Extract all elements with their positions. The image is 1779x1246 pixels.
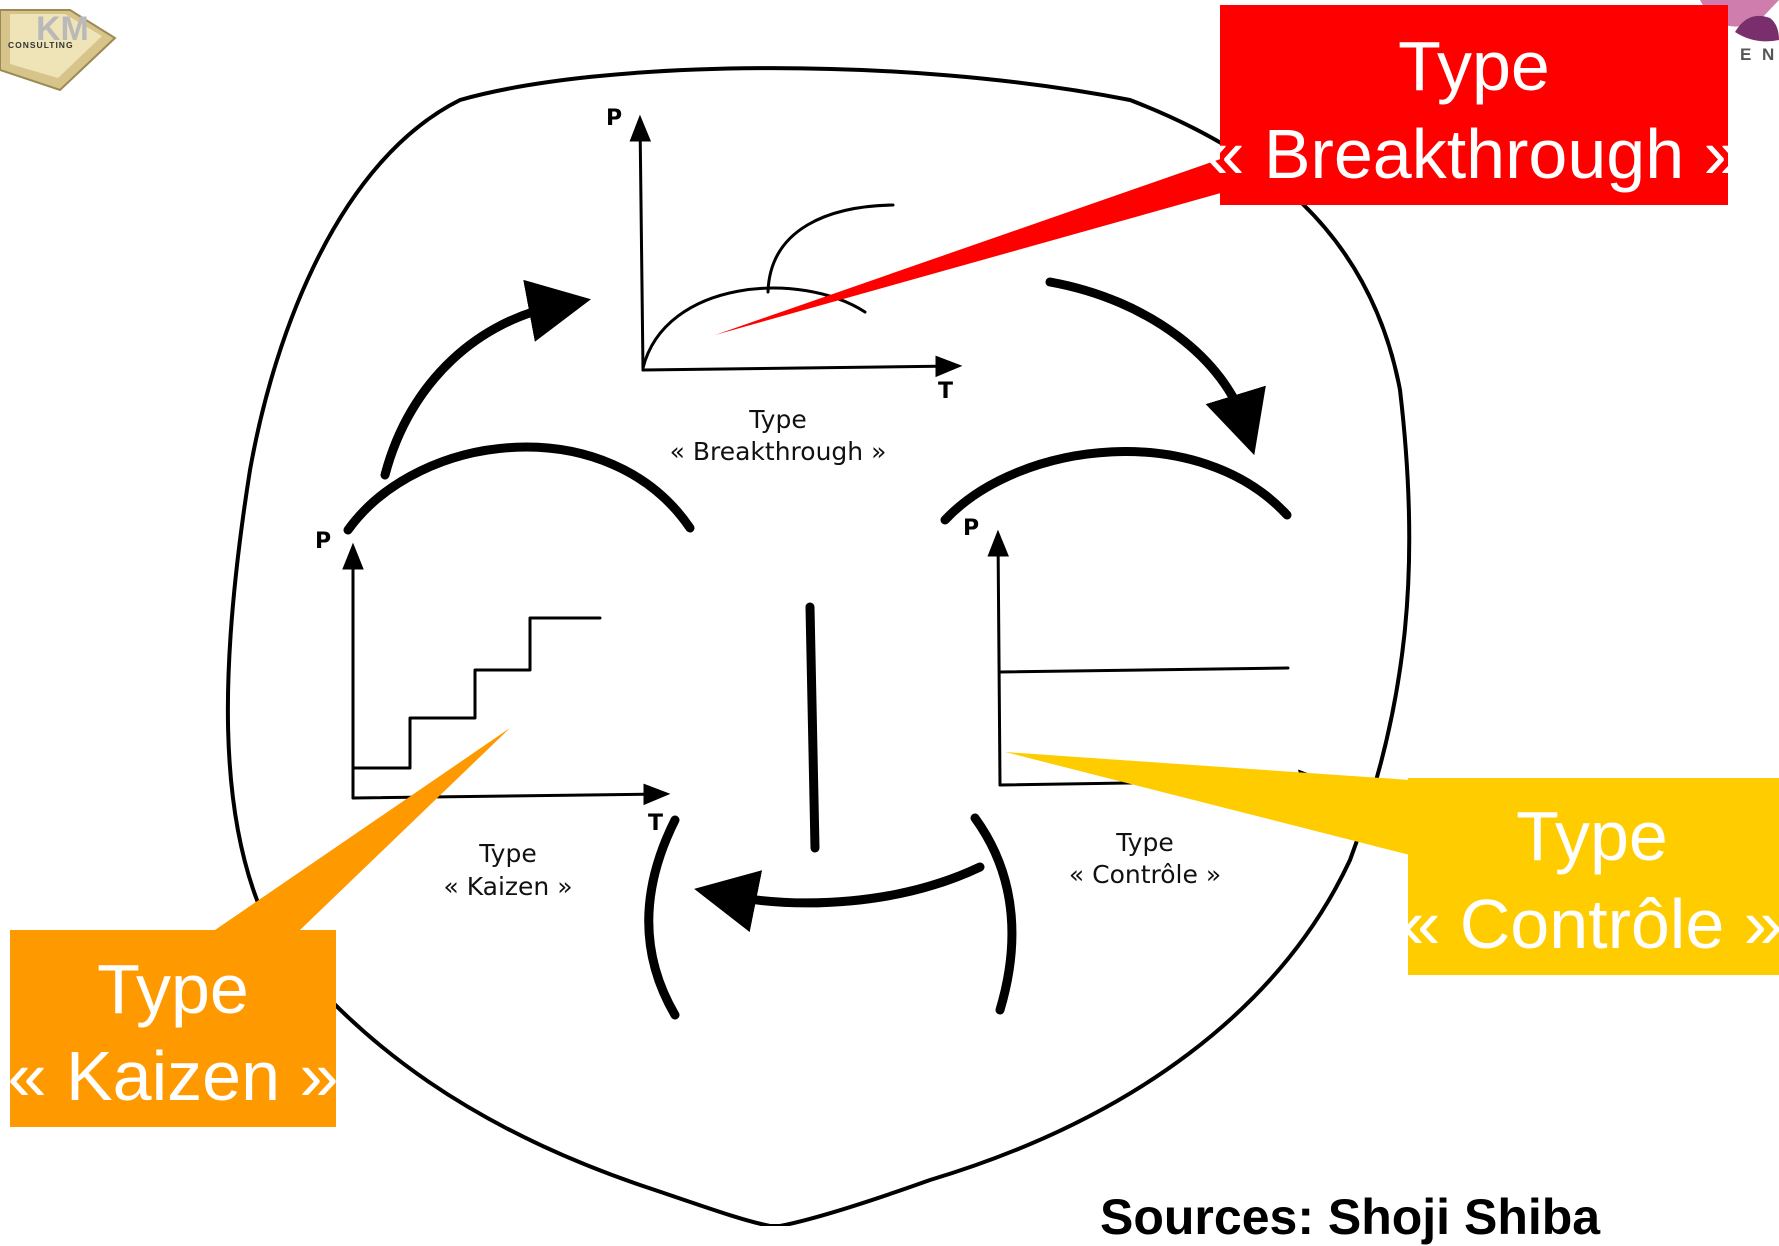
mouth-right-bracket bbox=[970, 813, 1017, 1015]
arrow-kaizen-to-breakthrough bbox=[380, 279, 591, 480]
callout-kaizen: Type « Kaizen » bbox=[8, 728, 510, 1127]
callout-controle-line1: Type bbox=[1516, 797, 1668, 875]
controle-flat-line bbox=[998, 666, 1290, 674]
kaizen-p-label: P bbox=[315, 529, 331, 554]
kaizen-name-label: « Kaizen » bbox=[443, 872, 572, 901]
breakthrough-chart: P T Type « Breakthrough » bbox=[606, 106, 963, 466]
callout-controle-box bbox=[1408, 778, 1779, 975]
callout-breakthrough-line1: Type bbox=[1398, 27, 1550, 105]
callout-breakthrough: Type « Breakthrough » bbox=[715, 5, 1743, 335]
breakthrough-y-axis bbox=[629, 114, 652, 372]
controle-y-axis bbox=[987, 529, 1009, 787]
partner-logo-text: E N T bbox=[1740, 45, 1779, 64]
kaizen-x-axis bbox=[351, 783, 671, 806]
left-eye-arc bbox=[343, 442, 695, 535]
callout-controle-line2: « Contrôle » bbox=[1401, 885, 1779, 963]
arrow-controle-to-kaizen bbox=[694, 862, 985, 933]
breakthrough-p-label: P bbox=[606, 106, 622, 131]
controle-name-label: « Contrôle » bbox=[1069, 860, 1221, 889]
breakthrough-type-label: Type bbox=[748, 405, 806, 434]
controle-p-label: P bbox=[963, 516, 979, 541]
callout-kaizen-box bbox=[10, 930, 336, 1127]
callout-kaizen-pointer bbox=[215, 728, 510, 930]
logo-km-text: KM bbox=[36, 10, 89, 48]
mouth-left-bracket bbox=[644, 815, 680, 1020]
callout-breakthrough-pointer bbox=[715, 140, 1285, 335]
arrow-breakthrough-to-controle bbox=[1045, 277, 1266, 456]
right-eye-arc bbox=[940, 447, 1292, 525]
callout-controle: Type « Contrôle » bbox=[1005, 752, 1779, 975]
kaizen-chart: P T Type « Kaizen » bbox=[315, 529, 671, 901]
breakthrough-t-label: T bbox=[938, 379, 953, 404]
kaizen-t-label: T bbox=[648, 811, 663, 836]
km-consulting-logo: KM CONSULTING bbox=[0, 9, 117, 92]
logo-consulting-text: CONSULTING bbox=[8, 40, 74, 50]
callout-kaizen-line1: Type bbox=[97, 950, 249, 1028]
source-citation: Sources: Shoji Shiba bbox=[1100, 1189, 1601, 1245]
controle-chart: P Type « Contrôle » bbox=[963, 516, 1326, 889]
breakthrough-curve-2 bbox=[766, 203, 895, 294]
nose-line bbox=[805, 602, 820, 853]
face-outline bbox=[225, 66, 1412, 1226]
kaizen-type-label: Type bbox=[478, 839, 536, 868]
callout-breakthrough-box bbox=[1220, 5, 1728, 205]
callout-kaizen-line2: « Kaizen » bbox=[8, 1037, 339, 1115]
callout-breakthrough-line2: « Breakthrough » bbox=[1205, 115, 1742, 193]
controle-type-label: Type bbox=[1115, 828, 1173, 857]
breakthrough-x-axis bbox=[641, 355, 963, 378]
callout-controle-pointer bbox=[1005, 752, 1410, 855]
kaizen-staircase bbox=[353, 616, 602, 770]
breakthrough-name-label: « Breakthrough » bbox=[670, 437, 887, 466]
